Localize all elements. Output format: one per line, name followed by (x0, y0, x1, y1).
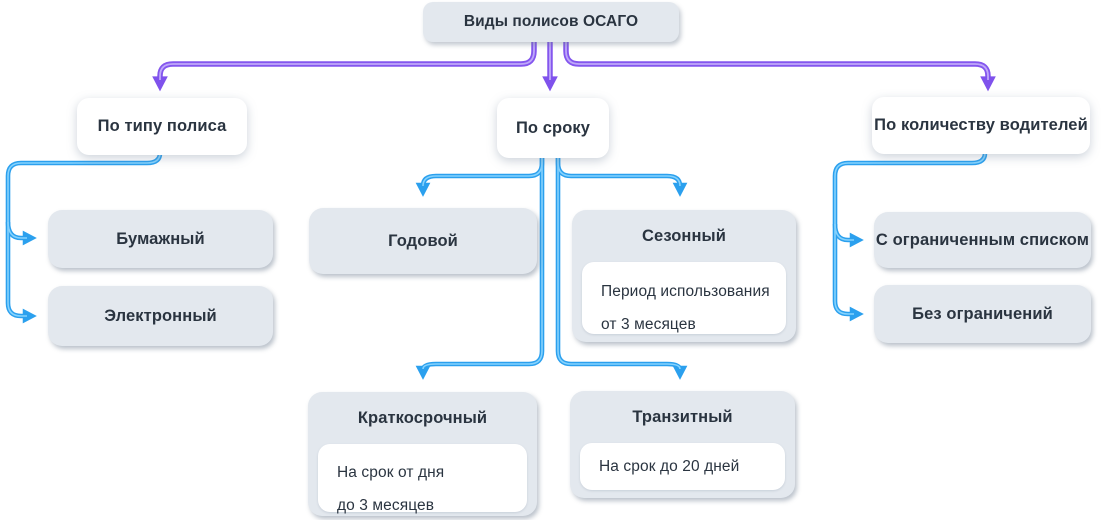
node-limited-list: С ограниченным списком (874, 212, 1091, 268)
node-by-drivers: По количеству водителей (872, 97, 1090, 154)
node-unlimited: Без ограничений (874, 285, 1091, 343)
node-limited-list-label: С ограниченным списком (875, 230, 1090, 249)
node-by-type: По типу полиса (77, 98, 247, 155)
node-seasonal: Сезонный Период использования от 3 месяц… (572, 210, 796, 342)
node-by-drivers-label: По количеству водителей (874, 116, 1088, 134)
node-short-term-label: Краткосрочный (357, 408, 488, 427)
blue-arrow-highlight-group (7, 152, 986, 370)
short-term-note-line-2: до 3 месяцев (337, 497, 435, 514)
node-electronic: Электронный (48, 286, 273, 346)
arrow-by-drivers-to-limited (832, 223, 864, 248)
short-term-note-line-1: На срок от дня (337, 464, 445, 481)
node-transit-label: Транзитный (632, 407, 733, 426)
node-transit-note-card: На срок до 20 дней (580, 443, 785, 490)
node-transit: Транзитный На срок до 20 дней (570, 391, 795, 498)
arrow-by-type-to-paper (5, 221, 37, 246)
arrow-root-to-by-type (152, 42, 537, 92)
arrow-by-term-to-annual (415, 158, 545, 197)
node-short-term-note-card: На срок от дня до 3 месяцев (318, 444, 527, 514)
node-annual: Годовой (309, 208, 537, 274)
node-by-term-label: По сроку (515, 118, 591, 137)
purple-arrow-highlight-group (159, 42, 989, 80)
arrow-root-to-by-drivers (563, 42, 996, 92)
node-seasonal-note-card: Период использования от 3 месяцев (582, 262, 786, 334)
seasonal-note-line-1: Период использования (601, 283, 770, 300)
seasonal-note-line-2: от 3 месяцев (601, 316, 696, 333)
node-by-type-label: По типу полиса (97, 117, 227, 135)
node-by-term: По сроку (497, 98, 609, 158)
node-root-label: Виды полисов ОСАГО (463, 13, 639, 30)
node-short-term: Краткосрочный На срок от дня до 3 месяце… (308, 392, 537, 516)
node-root: Виды полисов ОСАГО (423, 2, 679, 42)
node-electronic-label: Электронный (104, 306, 217, 325)
node-seasonal-label: Сезонный (642, 226, 726, 245)
node-paper-label: Бумажный (116, 229, 205, 248)
node-annual-label: Годовой (388, 231, 458, 250)
node-unlimited-label: Без ограничений (912, 304, 1053, 323)
arrow-by-term-to-seasonal (555, 158, 688, 197)
node-paper: Бумажный (48, 210, 273, 268)
transit-note-line-1: На срок до 20 дней (599, 458, 740, 475)
